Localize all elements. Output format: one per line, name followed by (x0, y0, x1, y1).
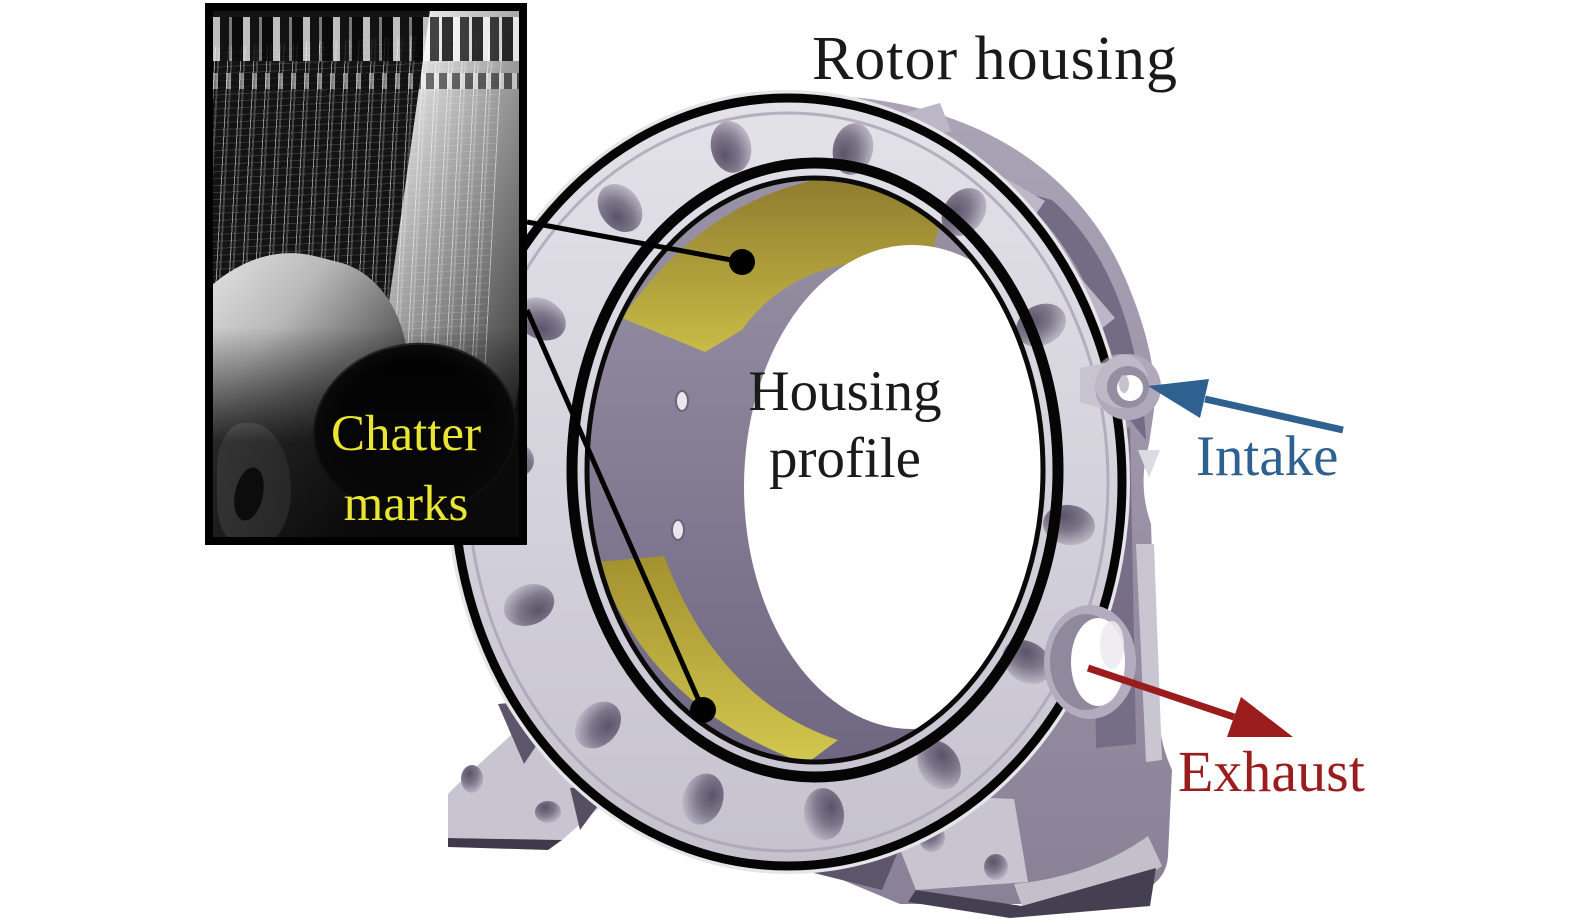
inset-photo-layer (213, 327, 519, 537)
chatter-leader-line-lower (524, 308, 706, 712)
housing-profile-line1: Housing (748, 360, 942, 423)
intake-arrow-icon (1148, 379, 1344, 434)
chatter-marks-caption: Chatter marks (301, 399, 511, 537)
exhaust-label: Exhaust (1178, 739, 1365, 804)
housing-profile-outline (566, 157, 1064, 783)
chatter-dot-lower (690, 697, 716, 723)
chatter-dot-upper (729, 249, 755, 275)
housing-profile-line2: profile (769, 427, 921, 490)
wear-patch-upper (622, 180, 940, 352)
exhaust-arrow-icon (1086, 664, 1293, 737)
chatter-leader-line-upper (526, 219, 743, 265)
chatter-marks-inset-photo: Chatter marks (205, 3, 527, 545)
intake-port (1080, 354, 1161, 420)
exhaust-port (1044, 605, 1136, 719)
chatter-caption-line2: marks (343, 476, 469, 532)
housing-bore (566, 157, 1064, 783)
intake-label: Intake (1196, 425, 1339, 488)
chatter-caption-line1: Chatter (330, 406, 482, 462)
inset-photo-layer (213, 17, 519, 61)
bore-opening (744, 245, 1041, 729)
housing-profile-label: Housing profile (700, 358, 990, 492)
figure-title: Rotor housing (811, 25, 1179, 93)
chatter-callouts (524, 219, 755, 723)
inset-photo-layer (213, 73, 519, 89)
